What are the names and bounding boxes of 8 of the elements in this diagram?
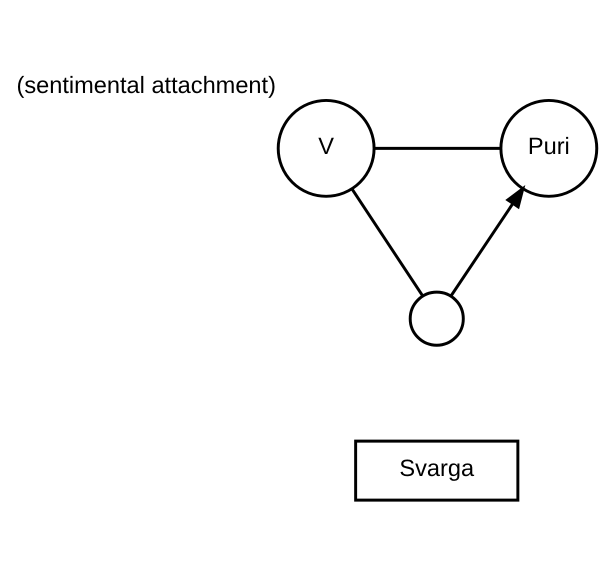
- connector: [350, 188, 424, 296]
- arrow: [450, 184, 526, 296]
- node-label: (sentimental attachment): [16, 71, 276, 98]
- node-circle: [408, 290, 465, 346]
- node-circle: V: [276, 98, 376, 198]
- node-box: Svarga: [354, 439, 520, 502]
- connector: [374, 146, 500, 150]
- node-circle: Puri: [499, 98, 598, 198]
